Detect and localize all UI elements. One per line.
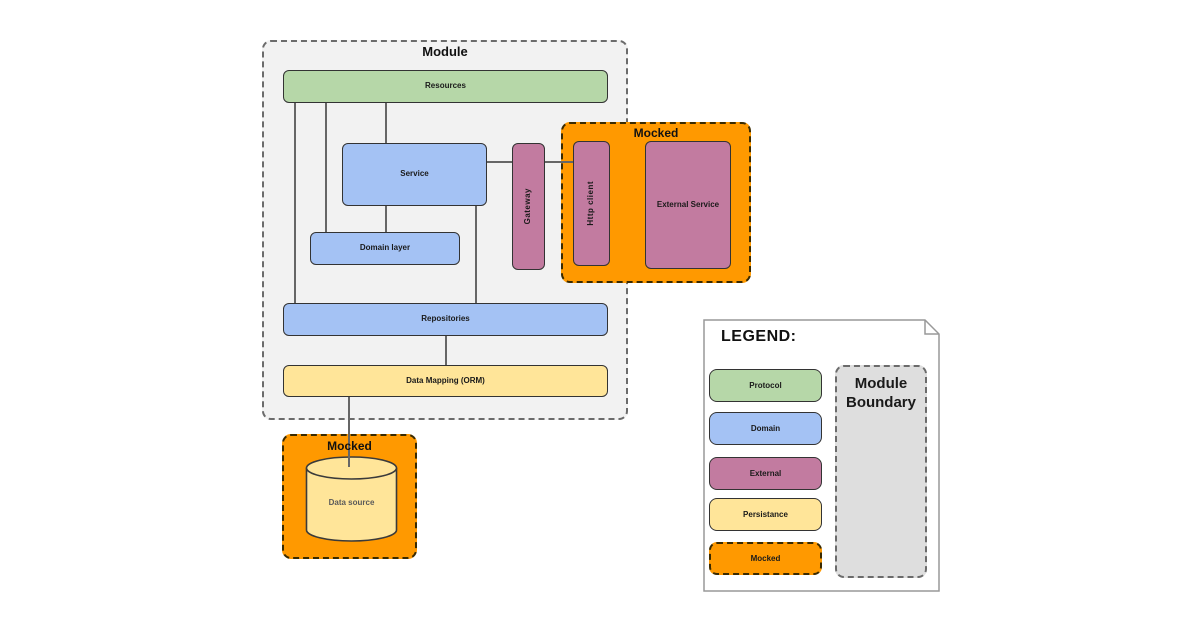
- service-label: Service: [400, 169, 429, 179]
- legend-item-persistence: Persistance: [709, 498, 822, 531]
- connector-datamapping-datasource: [348, 397, 350, 467]
- service-box: Service: [342, 143, 487, 206]
- gateway-label: Gateway: [523, 188, 533, 225]
- legend-panel: LEGEND: Protocol Domain External Persist…: [703, 319, 940, 592]
- connector-resources-repositories: [294, 103, 296, 303]
- connector-service-repositories: [475, 206, 477, 303]
- data-mapping-box: Data Mapping (ORM): [283, 365, 608, 397]
- connector-service-domainlayer: [385, 206, 387, 232]
- repositories-box: Repositories: [283, 303, 608, 336]
- resources-label: Resources: [425, 81, 466, 91]
- module-title: Module: [422, 44, 468, 59]
- legend-item-persistence-label: Persistance: [743, 510, 788, 519]
- legend-title: LEGEND:: [721, 328, 797, 345]
- legend-item-protocol: Protocol: [709, 369, 822, 402]
- legend-item-external-label: External: [749, 469, 782, 478]
- external-service-label: External Service: [656, 199, 720, 209]
- legend-item-protocol-label: Protocol: [749, 381, 782, 390]
- http-client-label: Http client: [586, 181, 596, 226]
- data-mapping-label: Data Mapping (ORM): [406, 375, 485, 385]
- resources-box: Resources: [283, 70, 608, 103]
- connector-service-gateway: [487, 161, 512, 163]
- legend-item-mocked: Mocked: [709, 542, 822, 575]
- legend-module-boundary-box: Module Boundary: [835, 365, 927, 578]
- data-source-label: Data source: [328, 498, 375, 507]
- legend-item-domain: Domain: [709, 412, 822, 445]
- connector-repositories-datamapping: [445, 336, 447, 365]
- domain-layer-label: Domain layer: [359, 243, 411, 253]
- gateway-box: Gateway: [512, 143, 545, 270]
- mocked-external-title: Mocked: [633, 126, 679, 140]
- legend-item-external: External: [709, 457, 822, 490]
- legend-item-domain-label: Domain: [750, 424, 781, 433]
- legend-module-boundary-label: Module Boundary: [845, 375, 916, 411]
- domain-layer-box: Domain layer: [310, 232, 460, 265]
- connector-gateway-httpclient: [545, 161, 573, 163]
- mocked-datasource-title: Mocked: [327, 439, 372, 453]
- external-service-box: External Service: [645, 141, 731, 269]
- repositories-label: Repositories: [421, 314, 470, 324]
- http-client-box: Http client: [573, 141, 610, 266]
- legend-item-mocked-label: Mocked: [750, 554, 781, 563]
- connector-resources-domainlayer: [325, 103, 327, 232]
- data-source-cylinder: [305, 455, 398, 543]
- connector-resources-service: [385, 103, 387, 143]
